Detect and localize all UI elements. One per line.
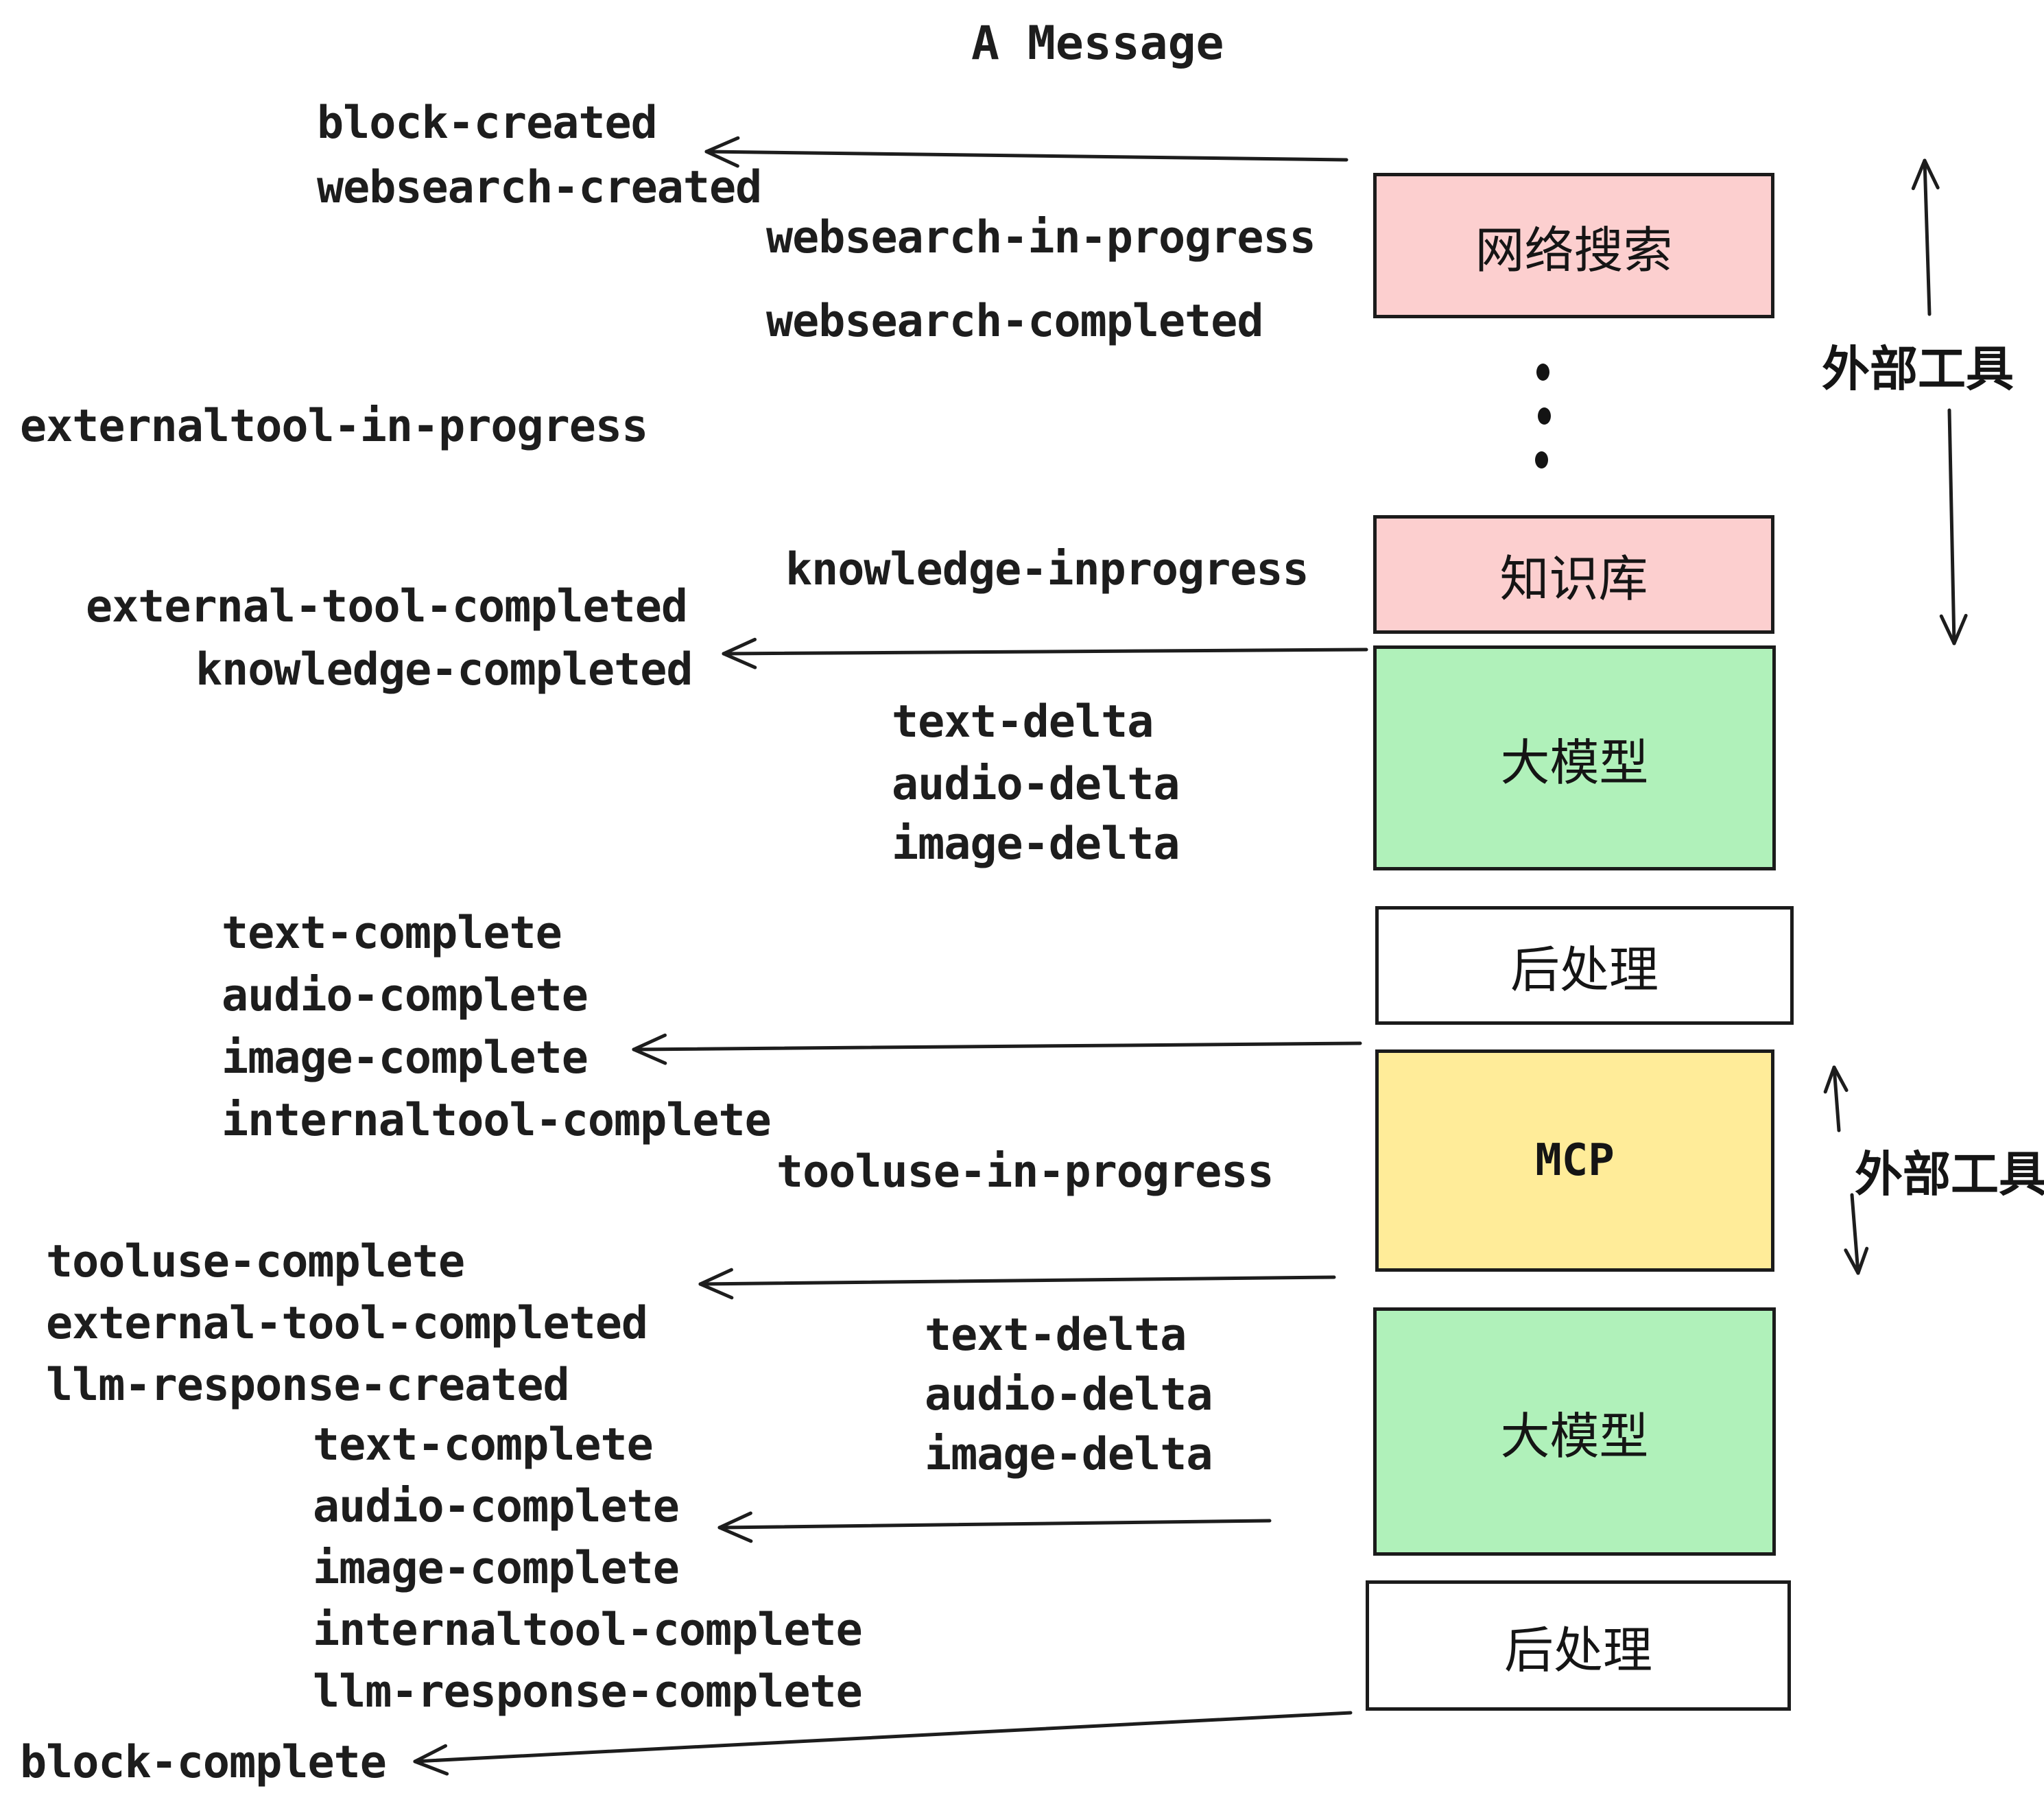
event-label-llm-response-complete: llm-response-complete bbox=[313, 1666, 863, 1718]
node-post-1: 后处理 bbox=[1375, 906, 1794, 1025]
node-post-2-label: 后处理 bbox=[1504, 1623, 1652, 1678]
event-label-internaltool-complete: internaltool-complete bbox=[222, 1095, 772, 1146]
event-label-text-complete: text-complete bbox=[313, 1419, 654, 1471]
event-label-text-complete: text-complete bbox=[222, 907, 562, 959]
ellipsis-dot-2 bbox=[1538, 407, 1551, 425]
event-label-knowledge-inprogress: knowledge-inprogress bbox=[785, 544, 1309, 595]
node-post-1-label: 后处理 bbox=[1510, 943, 1659, 998]
arrow-to-block-created bbox=[704, 136, 1348, 168]
event-label-image-complete: image-complete bbox=[313, 1543, 680, 1594]
side-label-external-tools-2: 外部工具 bbox=[1855, 1148, 2044, 1201]
event-label-knowledge-completed: knowledge-completed bbox=[195, 644, 693, 696]
arrow-to-knowledge-completed bbox=[722, 637, 1368, 669]
node-knowledge: 知识库 bbox=[1373, 515, 1774, 634]
arrow-to-block-complete bbox=[413, 1711, 1353, 1776]
node-llm-1: 大模型 bbox=[1373, 645, 1776, 870]
node-websearch-label: 网络搜索 bbox=[1475, 223, 1673, 278]
event-label-websearch-in-progress: websearch-in-progress bbox=[766, 212, 1316, 263]
event-label-externaltool-in-progress: externaltool-in-progress bbox=[20, 401, 648, 452]
event-label-audio-delta: audio-delta bbox=[925, 1369, 1213, 1421]
arrow-external-tools-2-up bbox=[1823, 1065, 1849, 1132]
arrow-to-image-complete bbox=[632, 1033, 1362, 1065]
arrow-to-tooluse-complete bbox=[698, 1268, 1336, 1300]
arrow-external-tools-2-down bbox=[1844, 1193, 1869, 1275]
node-post-2: 后处理 bbox=[1366, 1580, 1791, 1711]
node-llm-2-label: 大模型 bbox=[1500, 1409, 1649, 1464]
event-label-tooluse-complete: tooluse-complete bbox=[46, 1236, 465, 1287]
event-label-external-tool-completed: external-tool-completed bbox=[46, 1298, 648, 1349]
node-llm-2: 大模型 bbox=[1373, 1307, 1776, 1556]
event-label-block-created: block-created bbox=[317, 97, 658, 149]
event-label-internaltool-complete: internaltool-complete bbox=[313, 1604, 863, 1656]
event-label-audio-complete: audio-complete bbox=[313, 1481, 680, 1532]
arrow-to-audio-complete bbox=[717, 1511, 1272, 1543]
event-label-text-delta: text-delta bbox=[892, 696, 1154, 748]
side-label-external-tools-1: 外部工具 bbox=[1822, 342, 2014, 396]
event-label-tooluse-in-progress: tooluse-in-progress bbox=[776, 1146, 1274, 1198]
node-mcp: MCP bbox=[1375, 1049, 1774, 1272]
node-llm-1-label: 大模型 bbox=[1500, 735, 1649, 791]
event-label-audio-delta: audio-delta bbox=[892, 759, 1180, 810]
node-websearch: 网络搜索 bbox=[1373, 173, 1774, 318]
arrow-external-tools-1-down bbox=[1939, 408, 1968, 645]
event-label-text-delta: text-delta bbox=[925, 1309, 1187, 1361]
node-knowledge-label: 知识库 bbox=[1499, 552, 1648, 607]
arrow-external-tools-1-up bbox=[1911, 158, 1940, 316]
node-mcp-label: MCP bbox=[1535, 1135, 1615, 1186]
ellipsis-dot-1 bbox=[1536, 364, 1549, 381]
event-label-image-complete: image-complete bbox=[222, 1032, 589, 1084]
event-label-block-complete: block-complete bbox=[20, 1737, 387, 1788]
event-label-external-tool-completed: external-tool-completed bbox=[86, 581, 688, 632]
event-label-image-delta: image-delta bbox=[925, 1429, 1213, 1480]
event-label-image-delta: image-delta bbox=[892, 818, 1180, 870]
event-label-websearch-completed: websearch-completed bbox=[766, 296, 1264, 347]
event-label-websearch-created: websearch-created bbox=[317, 162, 762, 213]
ellipsis-dot-3 bbox=[1535, 451, 1548, 468]
event-label-audio-complete: audio-complete bbox=[222, 970, 589, 1021]
diagram-title: A Message bbox=[971, 16, 1224, 71]
event-label-llm-response-created: llm-response-created bbox=[46, 1360, 570, 1411]
